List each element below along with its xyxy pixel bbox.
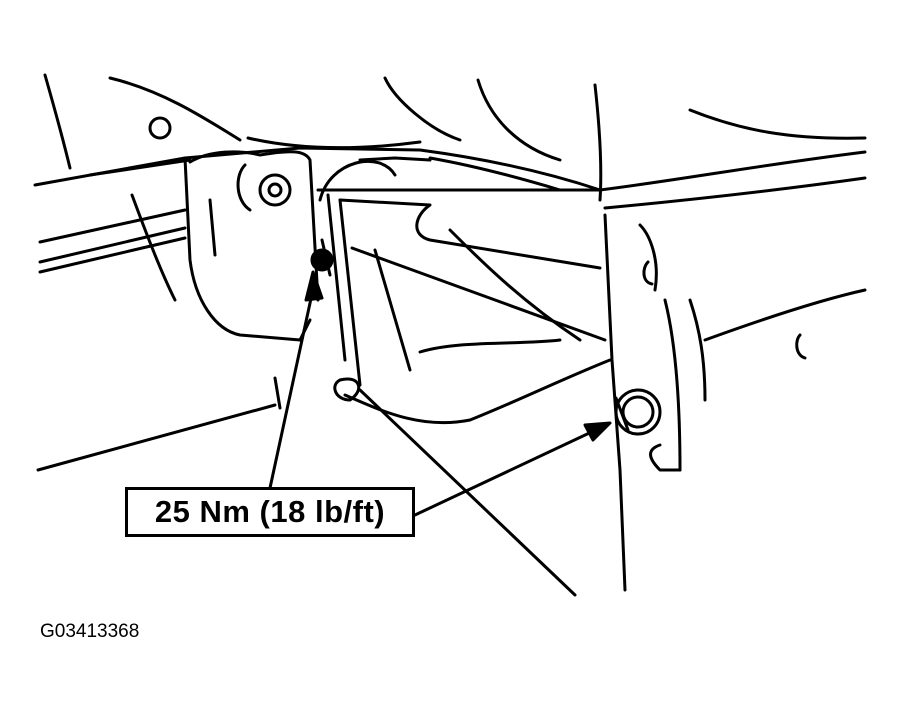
leader-arrows — [268, 270, 612, 597]
body-contours — [43, 73, 867, 202]
right-bolt-icon — [614, 388, 662, 436]
left-bolt-icon — [310, 238, 334, 277]
right-bracket — [603, 213, 867, 592]
strut-tube — [318, 156, 607, 402]
figure-id-label: G03413368 — [40, 621, 140, 642]
torque-label: 25 Nm (18 lb/ft) — [154, 494, 386, 529]
upper-frame-rail — [33, 146, 867, 210]
left-bracket — [130, 116, 320, 342]
left-side-rails — [38, 208, 187, 274]
torque-callout: 25 Nm (18 lb/ft) — [125, 487, 415, 537]
